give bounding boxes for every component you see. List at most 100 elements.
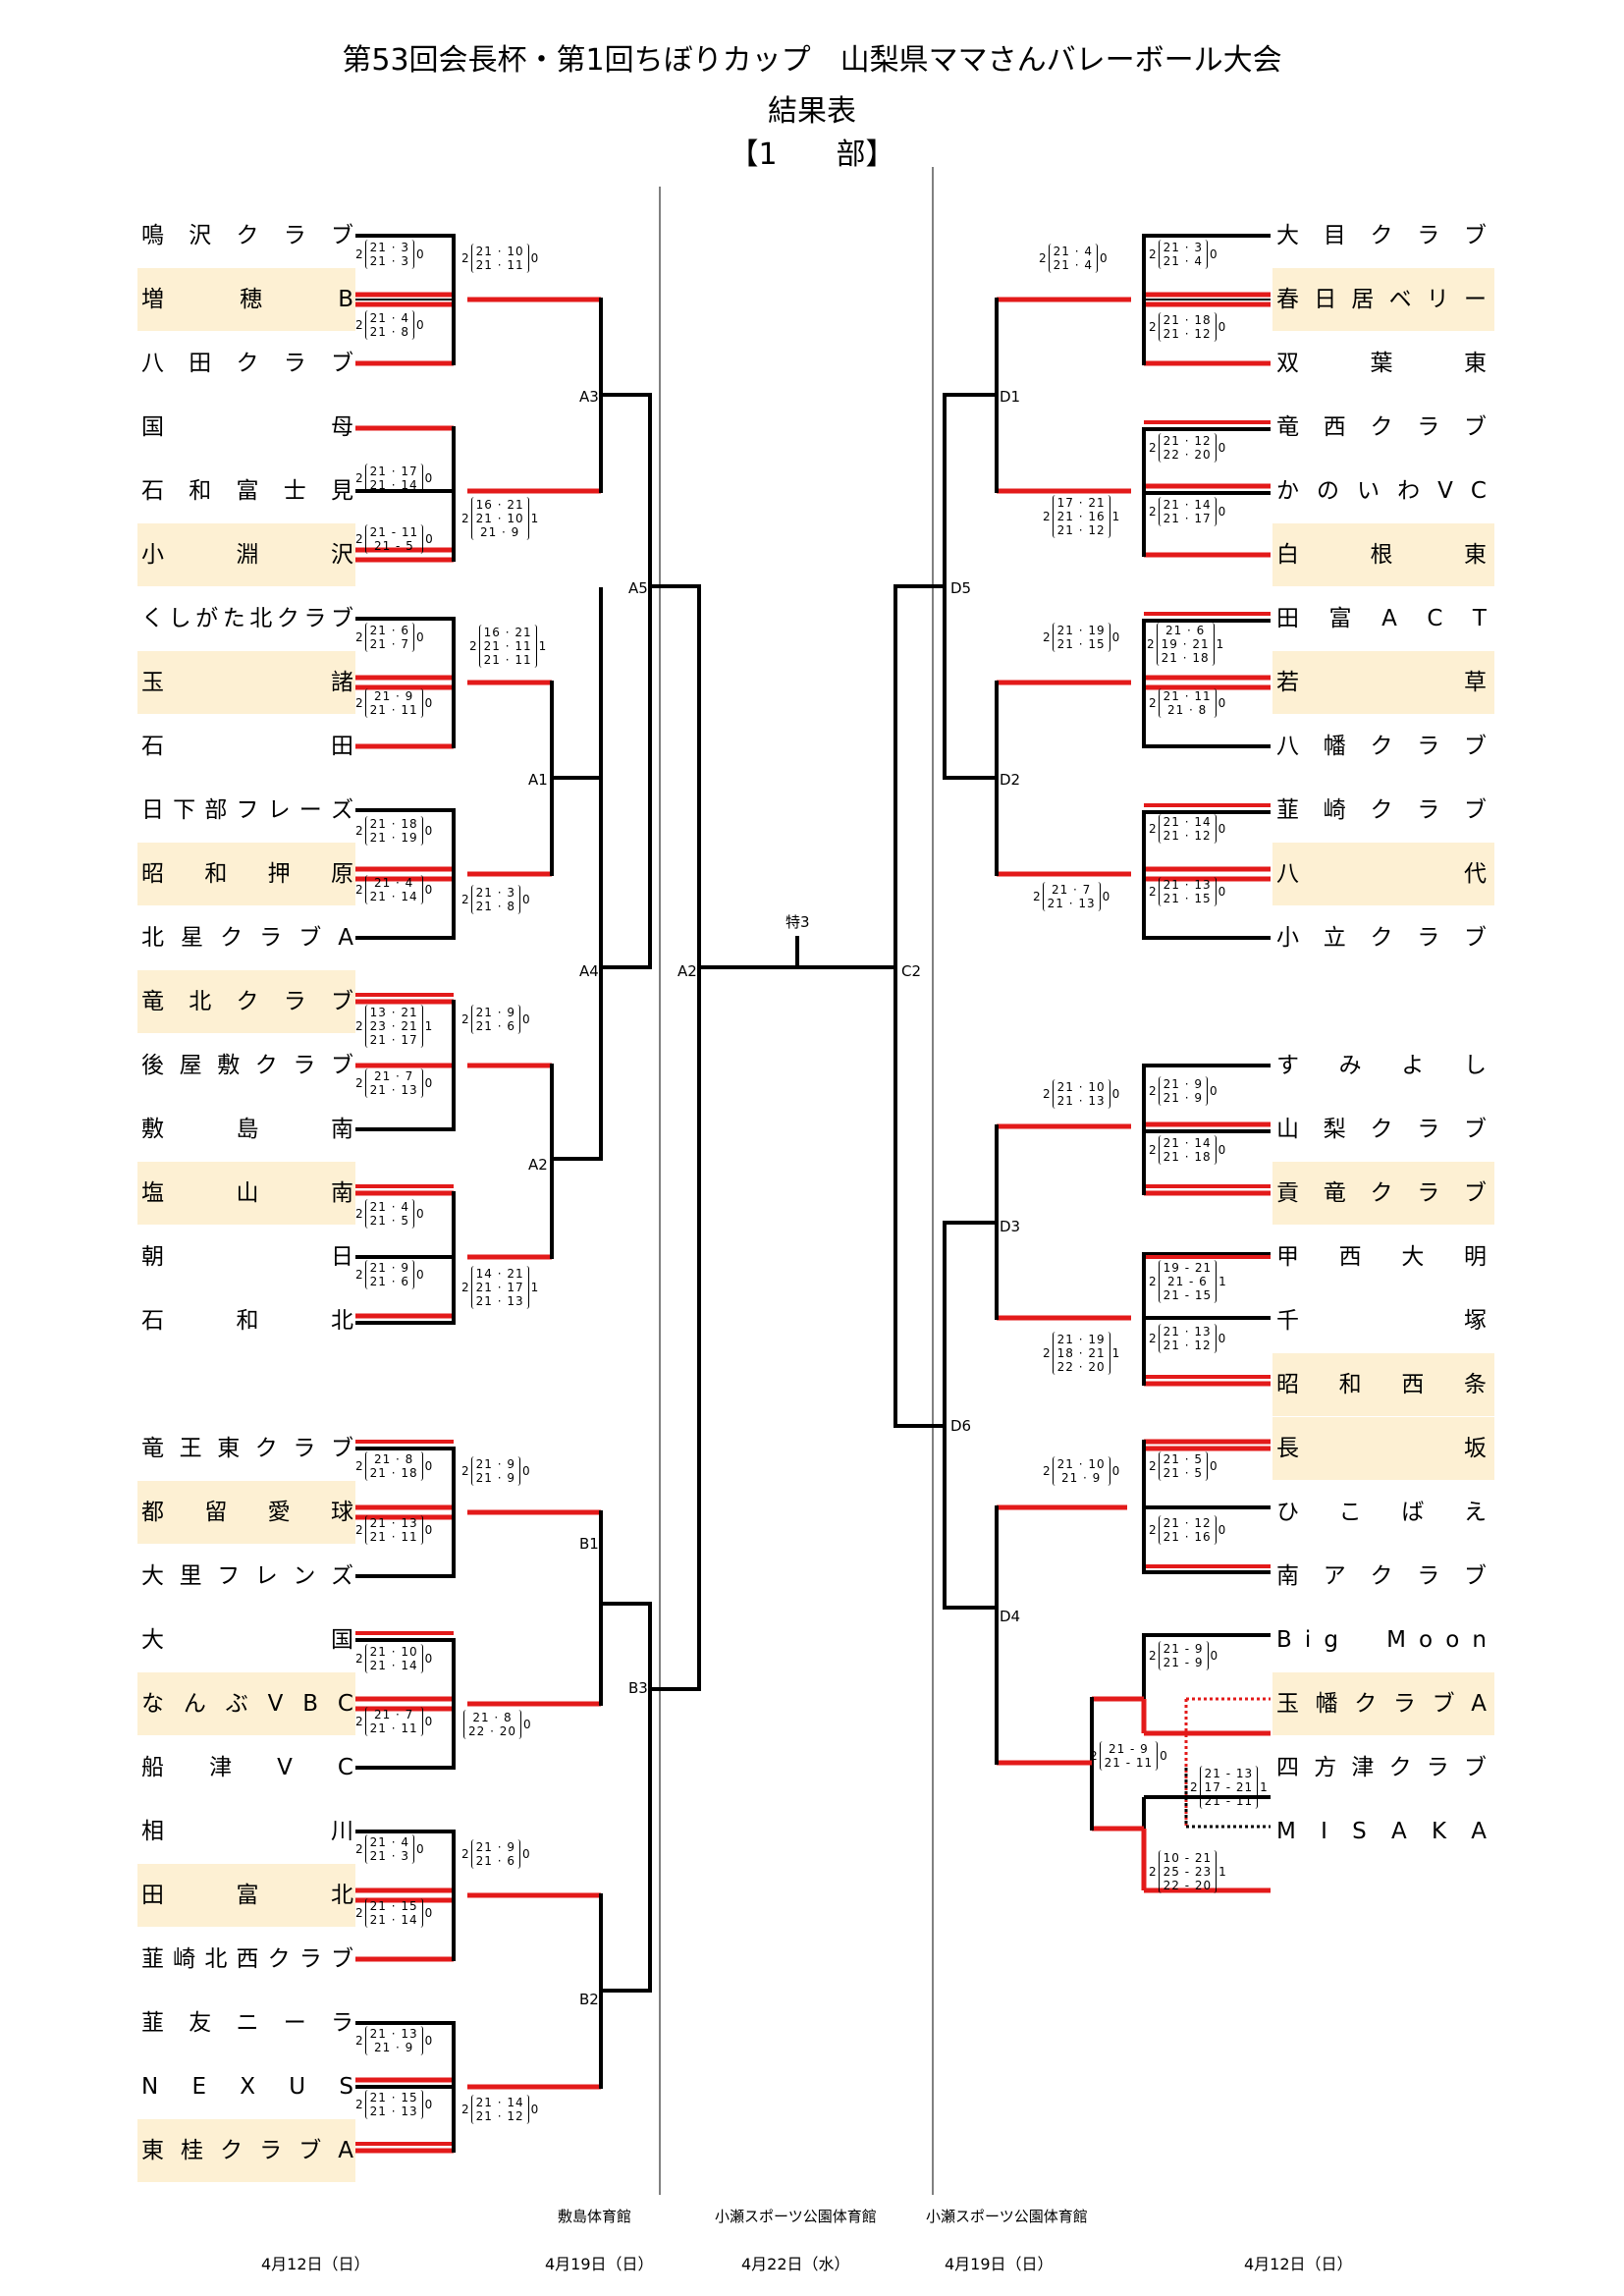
set-score: 21 · 18 (1163, 1150, 1212, 1164)
left-team-19: 都留愛球 (137, 1481, 355, 1544)
sets-lost: 0 (1100, 251, 1108, 265)
left-team-21: 大国 (141, 1627, 353, 1653)
set-score: 21 - 9 (1163, 1656, 1204, 1669)
match-label-b2: B2 (579, 1991, 599, 2008)
set-score: 21 · 13 (369, 2027, 418, 2041)
set-score: 19 - 21 (1163, 1261, 1213, 1275)
set-score: 21 · 17 (1163, 512, 1212, 525)
set-score: 21 · 17 (475, 1281, 524, 1294)
set-score: 21 · 12 (1163, 434, 1212, 448)
right-team-1: 春日居ベリー (1272, 268, 1494, 331)
right-team-20: 南アクラブ (1276, 1563, 1487, 1589)
right-team-9: 韮崎クラブ (1276, 797, 1487, 823)
set-score: 21 · 4 (369, 1200, 409, 1214)
set-score: 21 · 16 (1163, 1530, 1212, 1544)
set-score: 21 · 11 (483, 639, 532, 653)
set-score: 21 · 15 (1163, 892, 1212, 905)
sets-lost: 0 (424, 1715, 433, 1728)
set-score: 21 · 18 (1163, 313, 1212, 327)
match-label-d4: D4 (1000, 1608, 1021, 1625)
set-score: 21 · 9 (1060, 1471, 1102, 1485)
page-subtitle: 結果表 (768, 94, 856, 129)
set-score: 21 · 14 (1163, 1136, 1212, 1150)
set-score: 21 · 6 (369, 1275, 409, 1288)
sets-lost: 1 (530, 1281, 539, 1294)
set-score: 21 - 11 (369, 525, 419, 539)
set-score: 10 - 21 (1163, 1851, 1213, 1865)
set-score: 21 · 13 (369, 2105, 418, 2118)
set-score: 21 · 14 (369, 1913, 418, 1927)
set-score: 21 - 11 (1204, 1794, 1254, 1808)
set-score: 21 · 4 (369, 311, 409, 325)
sets-won: 2 (1149, 696, 1157, 710)
sets-lost: 1 (538, 639, 547, 653)
sets-lost: 0 (1218, 1143, 1226, 1157)
sets-won: 2 (1039, 251, 1047, 265)
set-score: 19 · 21 (1161, 637, 1210, 651)
left-team-7: 玉諸 (137, 651, 355, 714)
venue-label: 小瀬スポーツ公園体育館 (926, 2208, 1088, 2225)
date-label: 4月12日（日） (1244, 2255, 1353, 2273)
page-title: 第53回会長杯・第1回ちぼりカップ 山梨県ママさんバレーボール大会 (342, 43, 1282, 78)
sets-lost: 1 (1218, 1275, 1226, 1288)
left-team-3: 国母 (141, 414, 353, 440)
sets-won: 2 (355, 1459, 363, 1473)
set-score: 21 · 12 (1056, 523, 1106, 537)
right-team-11: 小立クラブ (1276, 925, 1487, 951)
set-score: 21 · 12 (1163, 1516, 1212, 1530)
set-score: 21 · 7 (1051, 883, 1092, 897)
set-score: 21 · 4 (1163, 254, 1203, 268)
date-label: 4月22日（水） (741, 2255, 850, 2273)
set-score: 21 · 17 (369, 465, 418, 478)
set-score: 13 · 21 (369, 1006, 418, 1019)
set-score: 21 · 13 (1056, 1094, 1106, 1108)
set-score: 21 · 4 (373, 876, 414, 890)
right-team-18: 長坂 (1272, 1417, 1494, 1480)
sets-won: 2 (355, 1076, 363, 1090)
sets-lost: 0 (416, 1842, 424, 1856)
set-score: 18 · 21 (1056, 1346, 1106, 1360)
set-score: 21 · 14 (1163, 498, 1212, 512)
sets-lost: 0 (1111, 1087, 1120, 1101)
sets-won: 2 (355, 1019, 363, 1033)
date-label: 4月12日（日） (261, 2255, 370, 2273)
set-score: 21 · 12 (1163, 829, 1212, 843)
set-score: 21 · 9 (475, 1471, 515, 1485)
sets-won: 2 (1043, 1464, 1051, 1478)
set-score: 21 · 12 (1163, 327, 1212, 341)
left-team-25: 田富北 (137, 1864, 355, 1927)
sets-won: 2 (1149, 247, 1157, 261)
sets-won: 2 (1033, 890, 1041, 903)
set-score: 21 · 13 (1047, 897, 1096, 910)
match-label-b1: B1 (579, 1535, 599, 1553)
set-score: 21 · 14 (369, 478, 418, 492)
sets-won: 2 (1090, 1749, 1098, 1763)
